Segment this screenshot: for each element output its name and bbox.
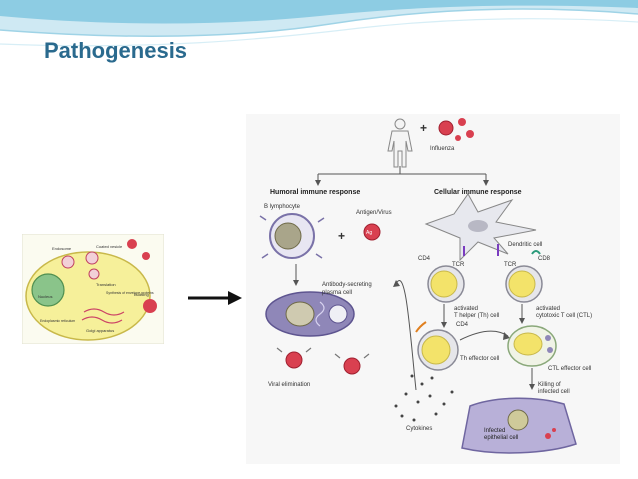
cd4-label-2: CD4 — [456, 322, 469, 328]
plasma-cell — [265, 291, 355, 337]
panel-label-budding: Budding — [134, 292, 149, 297]
influenza-label: Influenza — [430, 146, 455, 152]
ctl-effector-cell — [507, 325, 557, 367]
cellular-heading: Cellular immune response — [434, 189, 522, 196]
cytokine-dots — [394, 374, 454, 422]
panel-label-nucleus: Nucleus — [38, 294, 52, 299]
panel-label-synthesis: Synthesis of envelope proteins — [106, 291, 154, 295]
activated-th-cell — [427, 265, 465, 303]
influenza-virus-icon — [438, 118, 474, 141]
antigen-label: Antigen/Virus — [356, 210, 392, 216]
header-wave-decoration — [0, 0, 638, 47]
dendritic-cell — [424, 193, 537, 262]
antigen-virus-icon: Ag — [363, 223, 381, 241]
svg-text:+: + — [420, 121, 427, 135]
panel-label-golgi: Golgi apparatus — [86, 328, 114, 333]
b-lymphocyte-cell — [259, 213, 325, 259]
cytokines-label: Cytokines — [406, 426, 432, 432]
panel-label-coated-vesicle: Coated vesicle — [96, 244, 123, 249]
virus-lifecycle-panel: Endosome Nucleus Translation Synthesis o… — [22, 234, 164, 344]
nucleus-shape — [31, 273, 65, 307]
th-label-2: T helper (Th) cell — [454, 313, 499, 319]
human-figure-icon — [387, 118, 413, 168]
svg-text:+: + — [338, 229, 345, 243]
panel-label-endosome: Endosome — [52, 246, 72, 251]
ctl-label-2: cytotoxic T cell (CTL) — [536, 313, 592, 319]
panel-label-er: Endoplasmic reticulum — [40, 319, 75, 323]
svg-text:Ag: Ag — [366, 230, 372, 236]
panel-label-translation: Translation — [96, 282, 116, 287]
ctl-label-1: activated — [536, 306, 560, 312]
th-effector-label: Th effector cell — [460, 356, 499, 362]
cd4-label: CD4 — [418, 256, 431, 262]
antibody-virus-icons — [276, 347, 370, 375]
tcr-left-label: TCR — [452, 262, 465, 268]
th-label-1: activated — [454, 306, 478, 312]
ctl-effector-label: CTL effector cell — [548, 366, 591, 372]
killing-label-2: infected cell — [538, 389, 570, 395]
killing-label-1: Killing of — [538, 382, 561, 388]
tcr-right-label: TCR — [504, 262, 517, 268]
viral-elimination-label: Viral elimination — [268, 382, 310, 388]
th-effector-cell — [417, 329, 459, 371]
infected-label-2: epithelial cell — [484, 435, 518, 441]
infected-epithelial-cell — [461, 397, 577, 454]
immune-response-diagram: + Influenza Humoral immune response Cell… — [246, 114, 620, 464]
b-lymphocyte-label: B lymphocyte — [264, 204, 301, 210]
slide-title: Pathogenesis — [44, 38, 188, 63]
cd8-label: CD8 — [538, 256, 551, 262]
activated-ctl-cell — [505, 265, 543, 303]
plasma-label-1: Antibody-secreting — [322, 282, 372, 288]
infected-label-1: Infected — [484, 428, 505, 434]
plasma-label-2: plasma cell — [322, 290, 352, 296]
dendritic-cell-label: Dendritic cell — [508, 242, 542, 248]
humoral-heading: Humoral immune response — [270, 189, 360, 196]
black-arrow-icon — [188, 291, 242, 305]
